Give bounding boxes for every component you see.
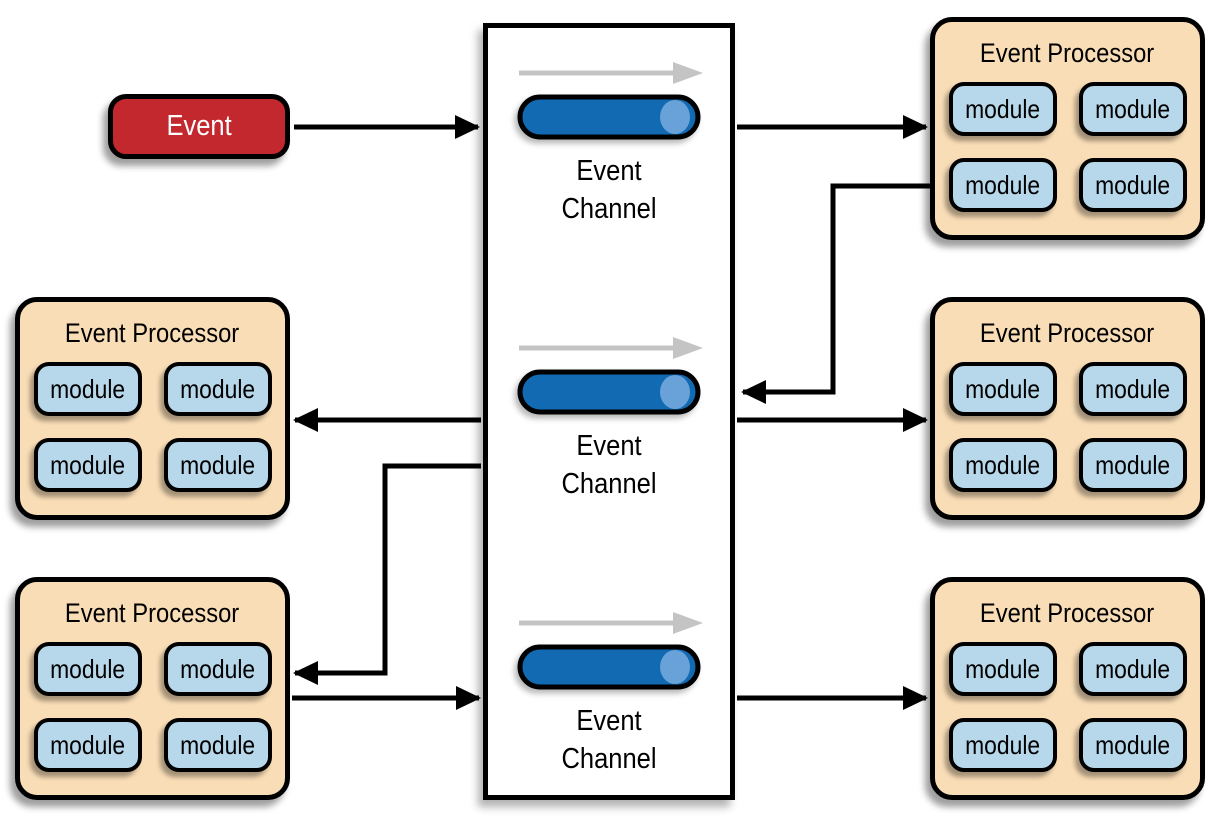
- event-processor-top-right: Event Processor module module module mod…: [930, 17, 1205, 240]
- event-channel-bottom: Event Channel: [488, 610, 730, 778]
- event-processor-bottom-left: Event Processor module module module mod…: [15, 577, 290, 800]
- module-node: module: [33, 362, 142, 416]
- event-channel-top: Event Channel: [488, 60, 730, 228]
- event-channel-container: Event Channel Event Channel: [483, 23, 735, 800]
- module-node: module: [163, 642, 272, 696]
- module-node: module: [1078, 82, 1187, 136]
- module-node: module: [948, 362, 1057, 416]
- event-channel-pipe-icon: [517, 644, 701, 690]
- module-node: module: [163, 718, 272, 772]
- flow-direction-arrow-icon: [519, 62, 703, 84]
- arrow-middle-channel-to-processor-bottom-left: [293, 463, 481, 685]
- module-grid: module module module module: [935, 362, 1200, 492]
- event-processor-bottom-right: Event Processor module module module mod…: [930, 577, 1205, 800]
- module-node: module: [33, 438, 142, 492]
- event-channel-label: Event Channel: [561, 155, 657, 225]
- module-node: module: [1078, 438, 1187, 492]
- flow-direction-arrow-icon: [519, 337, 703, 359]
- module-node: module: [163, 362, 272, 416]
- event-node: Event: [108, 94, 290, 159]
- module-node: module: [33, 718, 142, 772]
- module-node: module: [1078, 642, 1187, 696]
- event-processor-title: Event Processor: [65, 598, 240, 628]
- event-channel-middle: Event Channel: [488, 335, 730, 503]
- module-node: module: [948, 438, 1057, 492]
- event-channel-pipe-icon: [517, 94, 701, 140]
- module-grid: module module module module: [935, 82, 1200, 212]
- event-node-label: Event: [166, 110, 232, 142]
- module-node: module: [33, 642, 142, 696]
- module-node: module: [1078, 362, 1187, 416]
- module-node: module: [163, 438, 272, 492]
- event-processor-title: Event Processor: [980, 318, 1155, 348]
- module-node: module: [948, 718, 1057, 772]
- module-grid: module module module module: [935, 642, 1200, 772]
- event-processor-mid-right: Event Processor module module module mod…: [930, 297, 1205, 520]
- module-node: module: [1078, 158, 1187, 212]
- module-node: module: [948, 642, 1057, 696]
- event-channel-label: Event Channel: [561, 705, 657, 775]
- module-node: module: [948, 158, 1057, 212]
- event-processor-title: Event Processor: [980, 38, 1155, 68]
- module-grid: module module module module: [20, 362, 285, 492]
- event-channel-label: Event Channel: [561, 430, 657, 500]
- arrow-processor-top-right-to-middle-channel: [741, 183, 930, 404]
- event-channel-pipe-icon: [517, 369, 701, 415]
- event-processor-mid-left: Event Processor module module module mod…: [15, 297, 290, 520]
- event-processor-title: Event Processor: [65, 318, 240, 348]
- module-grid: module module module module: [20, 642, 285, 772]
- event-processor-title: Event Processor: [980, 598, 1155, 628]
- flow-direction-arrow-icon: [519, 612, 703, 634]
- module-node: module: [948, 82, 1057, 136]
- module-node: module: [1078, 718, 1187, 772]
